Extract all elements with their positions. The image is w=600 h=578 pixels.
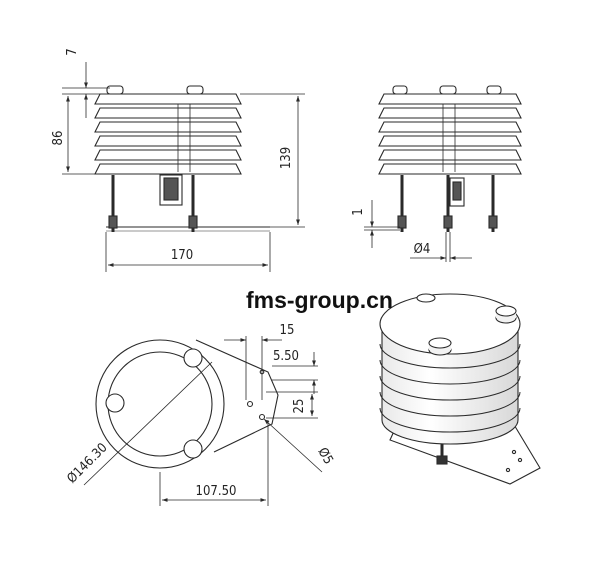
dim-base-width: 170 — [171, 248, 193, 263]
front-cap-right — [186, 85, 204, 95]
iso-shield-body — [381, 325, 519, 445]
isometric-view — [379, 293, 541, 485]
front-louvres — [94, 93, 242, 175]
side-cap-right — [486, 85, 502, 95]
side-cap-center — [439, 85, 457, 95]
mount-hole-3 — [183, 439, 203, 459]
dim-top-gap: 7 — [65, 48, 80, 55]
bracket-hole-2 — [258, 413, 266, 421]
front-dimensions — [62, 62, 305, 272]
dim-bracket-width: 15 — [280, 323, 295, 338]
side-dimensions — [364, 200, 472, 262]
front-cap-left — [106, 85, 124, 95]
top-dimensions — [159, 336, 323, 506]
dim-rod-diameter: Ø4 — [414, 242, 431, 257]
dim-plate-diameter: Ø146.30 — [64, 440, 110, 486]
side-view — [378, 85, 522, 232]
dim-hole-diameter: Ø5 — [314, 445, 335, 467]
dim-bracket-length: 107.50 — [196, 484, 237, 499]
dim-hole-spacing: 25 — [292, 399, 307, 414]
bracket-hole-1 — [246, 400, 254, 408]
top-view — [83, 339, 279, 486]
side-cap-left — [392, 85, 408, 95]
outer-plate — [95, 339, 225, 469]
front-view — [94, 85, 270, 232]
watermark: fms-group.cn — [246, 287, 393, 313]
mount-hole-2 — [105, 393, 125, 413]
iso-top-disc — [379, 293, 521, 355]
dim-hole-offset: 5.50 — [273, 349, 299, 364]
dim-overall-height: 139 — [279, 147, 294, 169]
dim-rod-offset: 1 — [351, 208, 366, 215]
dim-shield-height: 86 — [51, 131, 66, 146]
mount-hole-1 — [183, 348, 203, 368]
